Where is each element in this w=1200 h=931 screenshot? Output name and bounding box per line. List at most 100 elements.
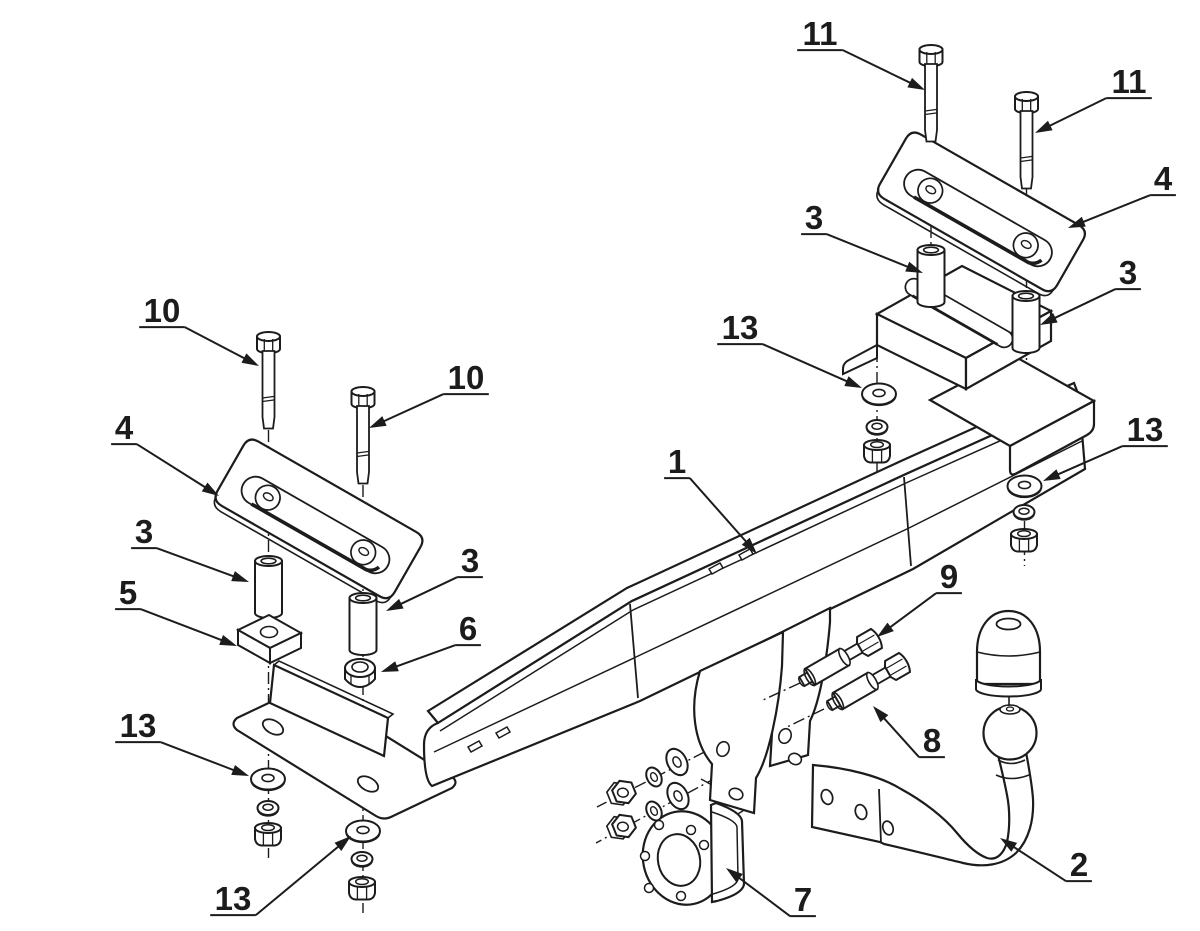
leader-arrowhead-icon (741, 537, 757, 554)
leader-line (255, 844, 341, 916)
leader-line (842, 49, 912, 85)
washer-stack-13-left-a (250, 767, 286, 847)
part-number-label: 3 (805, 199, 823, 236)
left-mounting-bracket (232, 660, 457, 820)
leader-arrowhead-icon (1068, 216, 1086, 228)
part-number-label: 4 (115, 409, 134, 446)
leader-line (762, 343, 849, 383)
part-number-label: 10 (144, 292, 181, 329)
bolt-10-right (350, 386, 376, 485)
leader-line (1053, 288, 1116, 320)
leader-line (1081, 194, 1151, 224)
leader-line (140, 608, 224, 642)
leader-line (882, 716, 920, 758)
part-number-label: 1 (668, 443, 686, 480)
part-number-label: 11 (1112, 63, 1147, 100)
leader-arrowhead-icon (1035, 120, 1053, 133)
leader-arrowhead-icon (219, 634, 237, 646)
part-number-label: 13 (722, 309, 759, 346)
callout-part-4-9: 4 (111, 409, 219, 496)
callout-part-10-8: 10 (369, 359, 489, 428)
leader-line (1048, 97, 1107, 128)
leader-arrowhead-icon (231, 571, 249, 582)
leader-arrowhead-icon (726, 868, 743, 883)
leader-arrowhead-icon (1000, 838, 1018, 852)
callout-part-13-5: 13 (717, 309, 862, 388)
callout-part-3-3: 3 (801, 199, 923, 273)
bolt-11-left (918, 44, 944, 143)
leader-line (826, 233, 910, 269)
callout-part-10-7: 10 (139, 292, 259, 366)
part-number-label: 13 (120, 707, 157, 744)
spacer-3-c (916, 244, 946, 308)
washer-stack-13-right-a (861, 382, 897, 464)
bolt-10-left (256, 331, 281, 430)
leader-arrowhead-icon (381, 661, 399, 672)
flanged-nut-6 (344, 658, 376, 689)
leader-arrowhead-icon (877, 622, 894, 637)
callout-part-5-11: 5 (115, 574, 237, 646)
leader-arrowhead-icon (334, 836, 351, 851)
crossbar-beam (422, 381, 1087, 788)
hex-nut (605, 779, 638, 806)
towball-arm (810, 704, 1038, 867)
part-number-label: 8 (923, 722, 941, 759)
socket-plate (639, 801, 746, 906)
leader-arrowhead-icon (369, 416, 387, 428)
leader-line (399, 576, 458, 606)
part-number-label: 7 (794, 881, 812, 918)
part-number-label: 5 (119, 574, 137, 611)
spacer-block-5 (235, 613, 304, 665)
washer-stack-13-right-b (1006, 474, 1043, 553)
leader-arrowhead-icon (873, 706, 889, 723)
part-number-label: 10 (448, 359, 485, 396)
leader-arrowhead-icon (905, 261, 923, 273)
leader-line (394, 644, 456, 668)
leader-line (160, 741, 236, 772)
callout-part-9-17: 9 (877, 558, 962, 637)
leader-arrowhead-icon (231, 764, 249, 776)
leader-line (136, 443, 207, 489)
leader-line (184, 326, 247, 360)
leader-arrowhead-icon (1040, 312, 1058, 325)
leader-arrowhead-icon (201, 482, 219, 496)
leader-arrowhead-icon (1043, 469, 1061, 481)
part-number-label: 2 (1070, 846, 1088, 883)
spacer-3-a (254, 555, 283, 619)
callout-part-13-6: 13 (1043, 411, 1168, 481)
leader-arrowhead-icon (844, 376, 862, 388)
leader-line (1012, 845, 1067, 882)
washer-stack-13-left-b (345, 819, 381, 901)
centerline-bolt-8 (786, 708, 825, 728)
arm-fastener-set-upper (605, 747, 689, 806)
callout-part-3-4: 3 (1040, 254, 1141, 325)
spacer-3-b (348, 592, 378, 656)
part-number-label: 13 (1127, 411, 1164, 448)
leader-line (737, 876, 791, 917)
part-number-label: 3 (1119, 254, 1137, 291)
callout-part-6-13: 6 (381, 610, 481, 672)
callout-part-11-0: 11 (797, 15, 925, 90)
center-bracket (693, 606, 832, 815)
leader-arrowhead-icon (907, 77, 925, 90)
part-number-label: 6 (459, 610, 477, 647)
part-number-label: 3 (135, 513, 153, 550)
leader-arrowhead-icon (241, 353, 259, 366)
callout-part-8-18: 8 (873, 706, 945, 759)
arm-fastener-set-lower (605, 781, 690, 840)
bolt-11-right (1014, 91, 1039, 190)
leader-line (689, 477, 748, 544)
part-number-label: 4 (1154, 160, 1173, 197)
callout-part-7-20: 7 (726, 868, 816, 918)
callout-part-4-2: 4 (1068, 160, 1176, 228)
leader-line (888, 592, 937, 629)
leader-line (1056, 445, 1123, 476)
part-number-label: 11 (803, 15, 838, 52)
callout-part-3-10: 3 (131, 513, 249, 582)
callout-part-13-15: 13 (210, 836, 351, 917)
part-number-label: 3 (461, 542, 479, 579)
callout-part-13-14: 13 (115, 707, 249, 776)
leader-arrowhead-icon (386, 598, 404, 611)
hex-nut (605, 813, 638, 840)
